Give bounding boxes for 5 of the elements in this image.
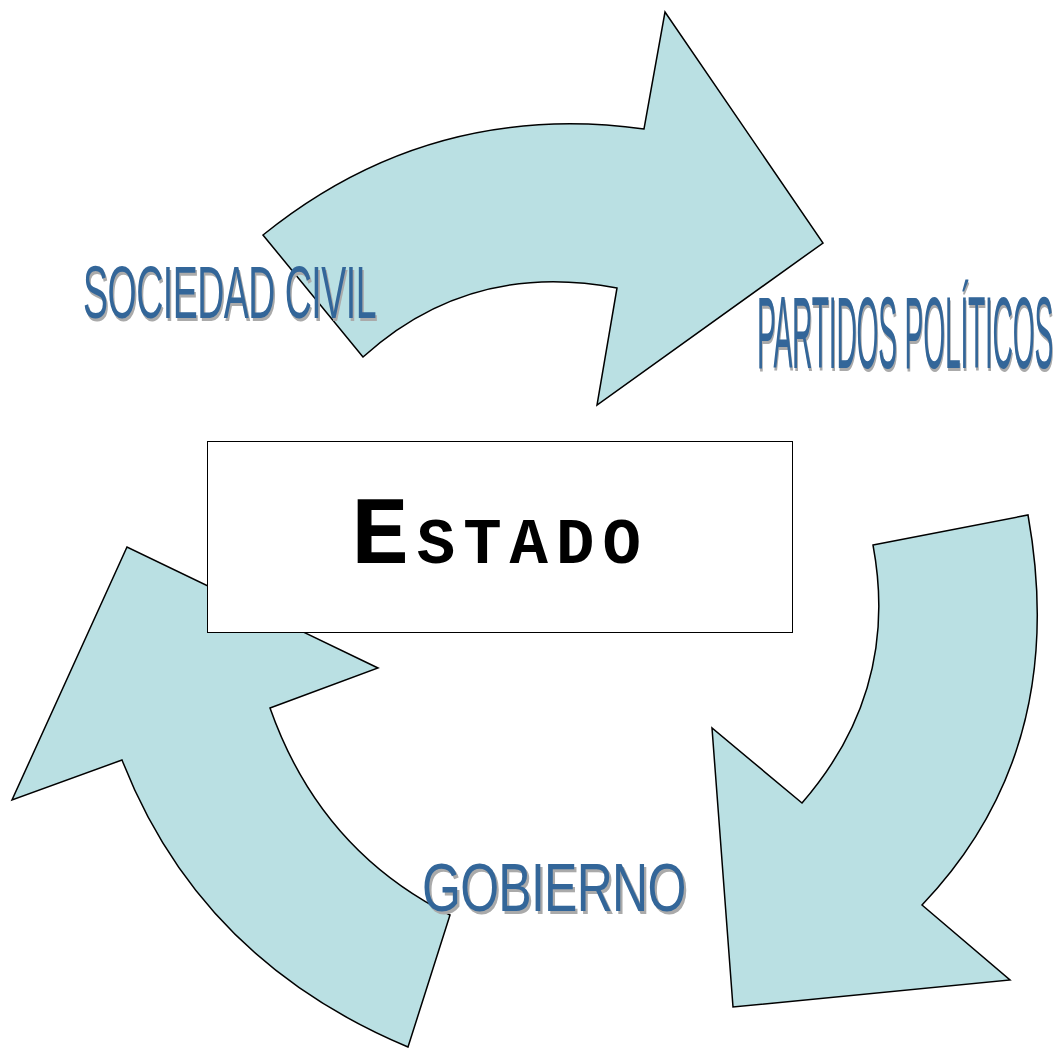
node-label: GOBIERNO [422, 853, 686, 921]
title-box: ESTADO [207, 441, 793, 633]
curved-block-arrow [262, 11, 824, 406]
curved-block-arrow [11, 546, 451, 1048]
curved-block-arrow [711, 514, 1038, 1008]
